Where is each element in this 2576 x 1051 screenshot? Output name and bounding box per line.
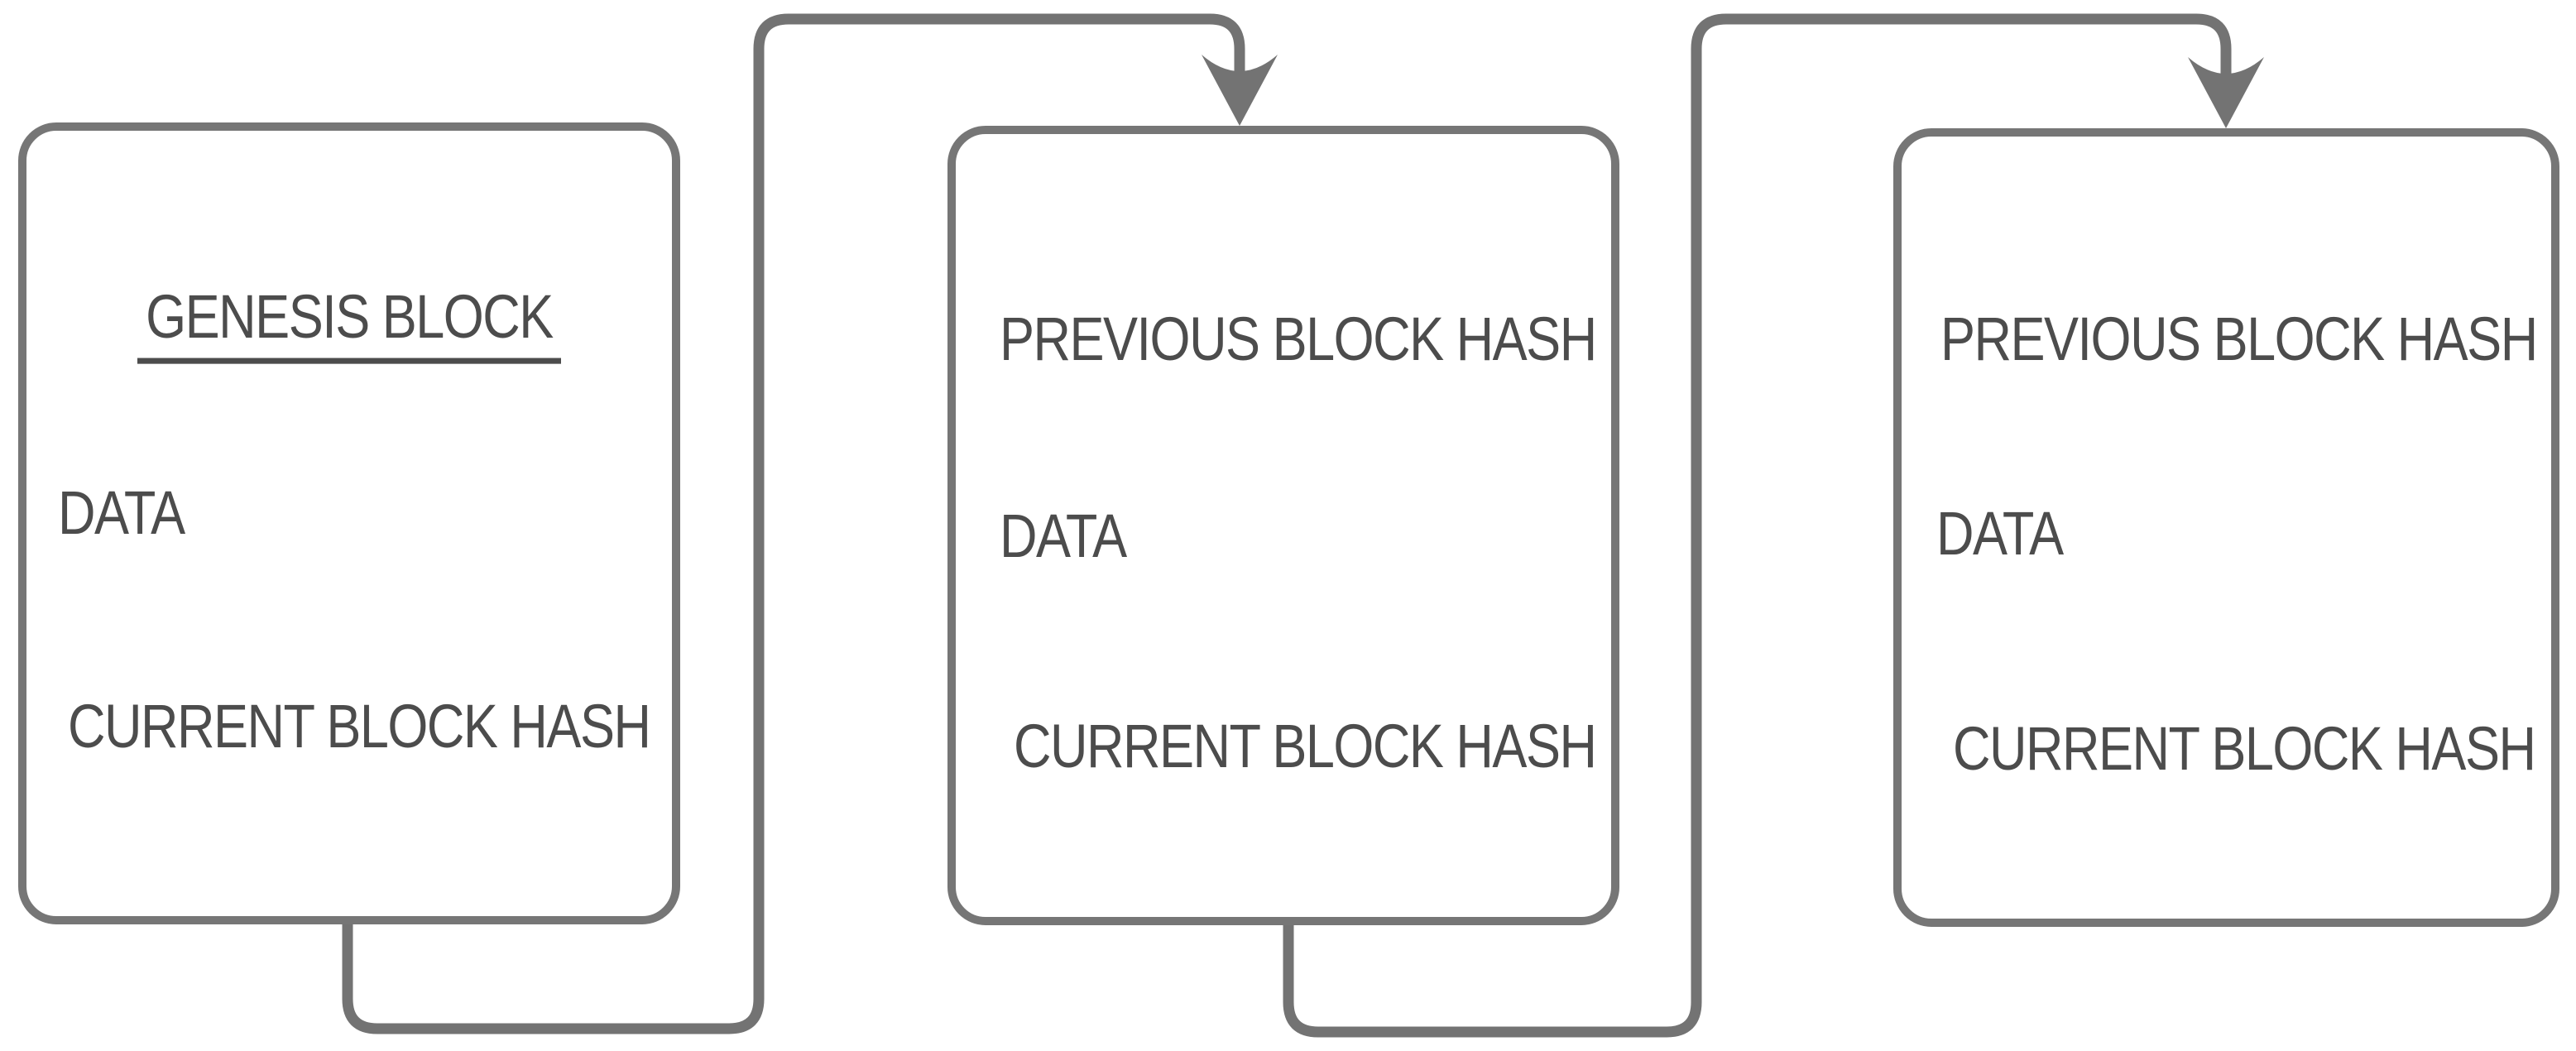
block-field-data: DATA <box>1936 499 2064 569</box>
arrowhead-down-icon <box>1202 55 1278 126</box>
block-field-data: DATA <box>1000 502 1127 571</box>
block-field-current-hash: CURRENT BLOCK HASH <box>1953 714 2536 784</box>
block-field-previous-hash: PREVIOUS BLOCK HASH <box>1940 305 2538 374</box>
genesis-block-title-label: GENESIS BLOCK <box>137 280 561 364</box>
block-field-current-hash: CURRENT BLOCK HASH <box>68 692 651 761</box>
block-field-previous-hash: PREVIOUS BLOCK HASH <box>1000 305 1597 374</box>
block-2: PREVIOUS BLOCK HASH DATA CURRENT BLOCK H… <box>947 126 1619 925</box>
arrowhead-down-icon <box>2188 57 2264 128</box>
block-title: GENESIS BLOCK <box>26 280 672 364</box>
genesis-block: GENESIS BLOCK DATA CURRENT BLOCK HASH <box>18 122 680 924</box>
block-3: PREVIOUS BLOCK HASH DATA CURRENT BLOCK H… <box>1893 128 2559 927</box>
block-field-current-hash: CURRENT BLOCK HASH <box>1014 712 1597 781</box>
block-field-data: DATA <box>58 478 185 548</box>
